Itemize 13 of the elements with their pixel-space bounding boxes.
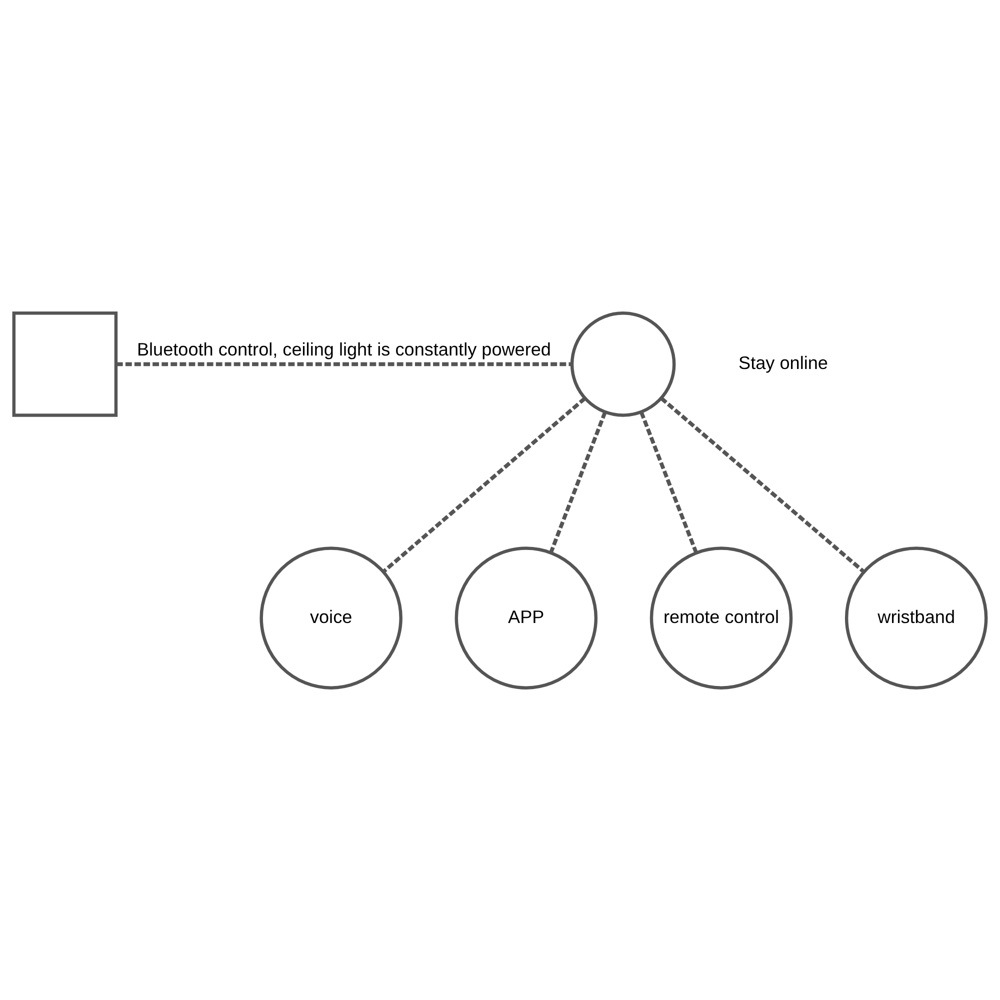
node-circle: APP <box>454 546 598 689</box>
node-circle: voice <box>260 546 402 689</box>
connector <box>549 410 607 553</box>
connector <box>116 362 572 366</box>
label: Stay online <box>738 352 828 372</box>
node-circle: wristband <box>844 546 988 689</box>
node-circle <box>570 311 676 416</box>
connector <box>640 410 698 554</box>
node-box <box>12 311 118 416</box>
node-circle: remote control <box>650 546 793 689</box>
connector <box>382 396 586 573</box>
connector <box>660 396 865 573</box>
edge-label: Bluetooth control, ceiling light is constantly powered <box>136 338 552 359</box>
